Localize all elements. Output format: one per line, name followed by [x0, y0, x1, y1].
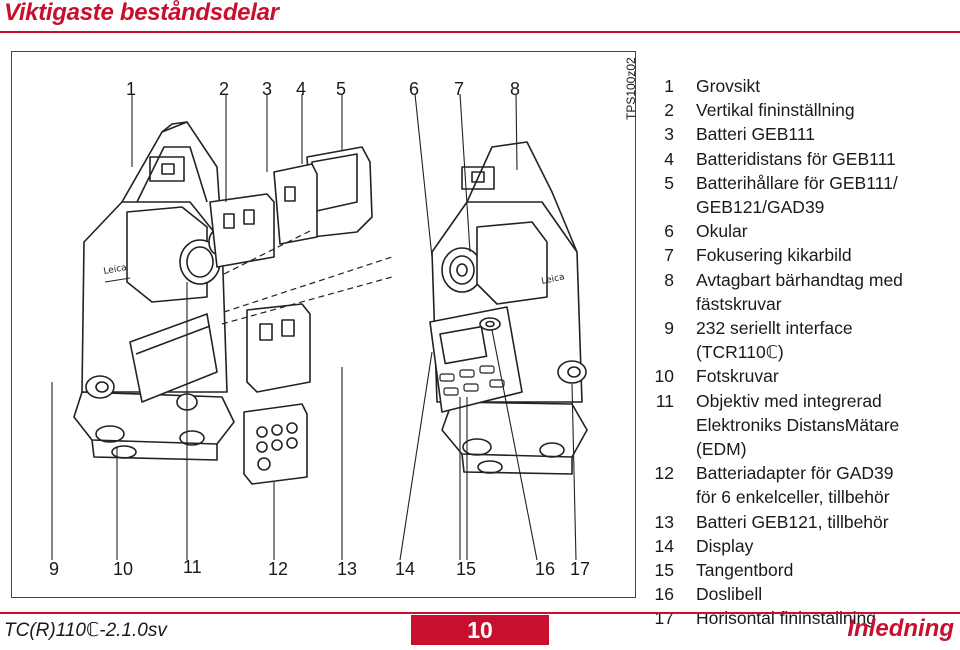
callout-8: 8: [510, 79, 521, 99]
right-instrument: Leica: [429, 141, 588, 475]
legend-item-cont: Elektroniks DistansMätare: [696, 414, 900, 435]
legend-item-cont: GEB121/GAD39: [696, 197, 825, 218]
legend-item-cont: för 6 enkelceller, tillbehör: [696, 487, 890, 508]
callout-11: 11: [183, 557, 202, 577]
svg-text:Leica: Leica: [103, 263, 128, 277]
legend-item-cont: (EDM): [696, 439, 747, 460]
callout-3: 3: [262, 79, 273, 99]
callout-5: 5: [336, 79, 347, 99]
svg-text:Leica: Leica: [541, 272, 566, 287]
callout-10: 10: [113, 559, 134, 579]
page-title: Viktigaste beståndsdelar: [4, 0, 279, 26]
figure-code: TPS100z02: [624, 57, 638, 120]
battery-parts: [209, 146, 373, 485]
header-rule: [0, 31, 960, 33]
callout-17: 17: [570, 559, 591, 579]
callout-9: 9: [49, 559, 60, 579]
callout-16: 16: [535, 559, 556, 579]
callout-2: 2: [219, 79, 230, 99]
document-code: TC(R)110ℂ-2.1.0sv: [4, 620, 167, 641]
footer-rule: [0, 612, 960, 614]
section-label: Inledning: [847, 615, 954, 642]
figure-frame: [11, 51, 636, 598]
page-number: 10: [411, 615, 549, 645]
legend-item-cont: fästskruvar: [696, 293, 782, 314]
callout-15: 15: [456, 559, 477, 579]
callout-7: 7: [454, 79, 465, 99]
legend-item-cont: (TCR110ℂ): [696, 342, 784, 363]
callout-14: 14: [395, 559, 416, 579]
callout-6: 6: [409, 79, 420, 99]
instrument-illustration: Leica: [51, 93, 588, 561]
callout-13: 13: [337, 559, 358, 579]
callout-1: 1: [126, 79, 137, 99]
callout-4: 4: [296, 79, 307, 99]
left-instrument: Leica: [73, 121, 235, 461]
callout-12: 12: [268, 559, 289, 579]
